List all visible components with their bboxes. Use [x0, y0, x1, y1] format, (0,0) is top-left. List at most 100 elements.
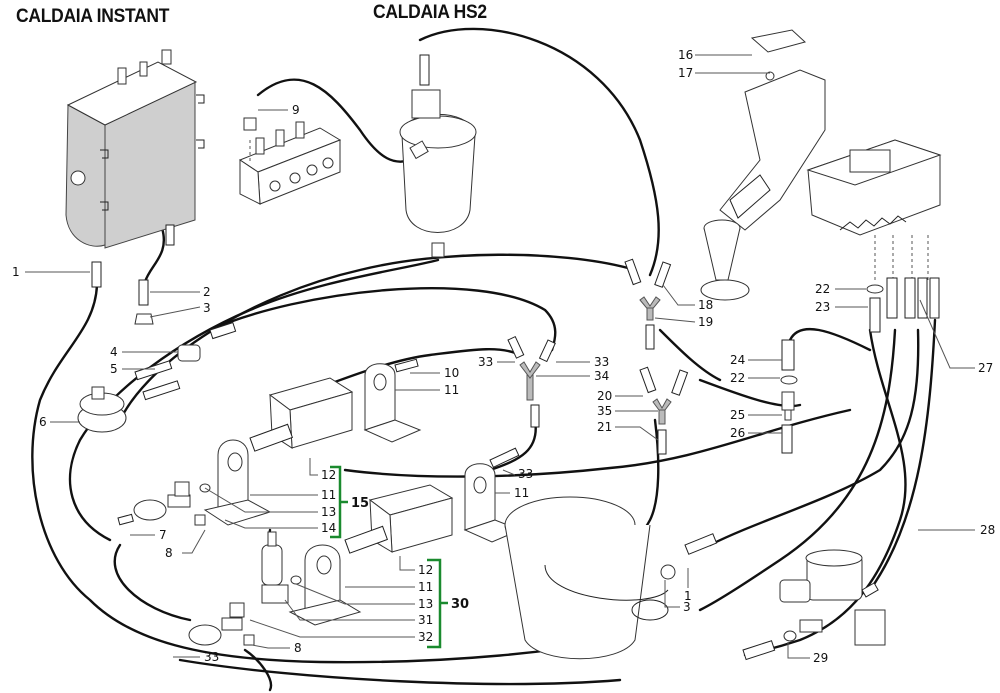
valve-31 — [261, 531, 289, 604]
callout-9: 9 — [292, 103, 300, 117]
tube-b — [904, 277, 916, 319]
callout-11-mid: 11 — [321, 488, 336, 502]
tube-1b — [684, 533, 718, 555]
y-connector-34 — [507, 335, 556, 428]
callout-11-upper: 11 — [444, 383, 459, 397]
callout-22-lower: 22 — [730, 371, 745, 385]
group-label-30: 30 — [451, 597, 469, 612]
callout-23: 23 — [815, 300, 830, 314]
callout-26: 26 — [730, 426, 745, 440]
tube-29 — [742, 640, 776, 661]
tube-1 — [91, 261, 102, 288]
tube-a — [886, 277, 898, 319]
boiler-hs2 — [399, 54, 477, 258]
tube-28 — [861, 582, 879, 598]
y-connector-19 — [624, 258, 672, 350]
callout-17: 17 — [678, 66, 693, 80]
callout-33-right: 33 — [594, 355, 609, 369]
check-valve-7 — [133, 481, 191, 521]
boiler-instant — [65, 49, 205, 249]
callout-35: 35 — [597, 404, 612, 418]
cover-16-17 — [719, 29, 826, 231]
fitting-8 — [194, 514, 206, 526]
water-tank — [806, 139, 942, 280]
bracket-11-upper — [363, 363, 422, 443]
callout-7: 7 — [159, 528, 167, 542]
callout-29: 29 — [813, 651, 828, 665]
oring-13b — [290, 575, 302, 585]
callout-20: 20 — [597, 389, 612, 403]
inline-filter-4 — [177, 321, 237, 362]
callout-13-lower: 13 — [418, 597, 433, 611]
callout-16: 16 — [678, 48, 693, 62]
callout-21: 21 — [597, 420, 612, 434]
tube-23 — [869, 297, 881, 333]
tube-upper — [165, 224, 175, 246]
callout-27: 27 — [978, 361, 993, 375]
callout-10: 10 — [444, 366, 459, 380]
title-caldaia-hs2: CALDAIA HS2 — [373, 2, 487, 23]
bracket-11-lower — [288, 544, 362, 626]
callout-11-right: 11 — [514, 486, 529, 500]
callout-33-bottom: 33 — [204, 650, 219, 664]
solenoid-valve-block — [238, 121, 342, 205]
bracket-11-mid — [203, 439, 272, 526]
callout-25: 25 — [730, 408, 745, 422]
group-label-15: 15 — [351, 496, 369, 511]
callout-5: 5 — [110, 362, 118, 376]
drip-bucket — [504, 496, 669, 660]
group-bracket-15 — [330, 465, 348, 539]
callout-33-left: 33 — [478, 355, 493, 369]
tube-7 — [117, 513, 134, 526]
tube-27 — [917, 277, 928, 319]
tube-5 — [134, 360, 173, 381]
callout-31: 31 — [418, 613, 433, 627]
callout-2: 2 — [203, 285, 211, 299]
callout-14: 14 — [321, 521, 336, 535]
clamp-22b — [780, 375, 798, 385]
callout-8-upper: 8 — [165, 546, 173, 560]
tube-2 — [138, 279, 149, 306]
fitting-8b — [243, 634, 255, 646]
cap-3b — [660, 564, 676, 580]
callout-8-lower: 8 — [294, 641, 302, 655]
fitting-9 — [243, 117, 257, 131]
group-bracket-30 — [427, 558, 448, 649]
callout-3-right: 3 — [683, 600, 691, 614]
tube-5b — [142, 380, 181, 401]
cap-3 — [134, 313, 154, 325]
callout-33-lower: 33 — [518, 467, 533, 481]
callout-32: 32 — [418, 630, 433, 644]
callout-24: 24 — [730, 353, 745, 367]
callout-12-lower: 12 — [418, 563, 433, 577]
tube-24 — [781, 339, 795, 371]
callout-11-lower: 11 — [418, 580, 433, 594]
callout-4: 4 — [110, 345, 118, 359]
callout-6: 6 — [39, 415, 47, 429]
clamp-22 — [866, 284, 884, 294]
check-valve-32 — [188, 602, 245, 646]
water-inlet-valve — [779, 549, 886, 646]
pump-15 — [249, 377, 354, 452]
callout-18: 18 — [698, 298, 713, 312]
callout-28: 28 — [980, 523, 995, 537]
connector-25 — [781, 391, 795, 421]
callout-22-upper: 22 — [815, 282, 830, 296]
pump-30 — [344, 484, 454, 554]
y-connector-35 — [639, 366, 689, 455]
callout-19: 19 — [698, 315, 713, 329]
funnel — [700, 219, 750, 301]
title-caldaia-instant: CALDAIA INSTANT — [16, 6, 170, 27]
callout-labels: 1 2 3 4 5 6 9 10 11 12 11 13 14 7 8 33 3… — [12, 48, 995, 665]
callout-3: 3 — [203, 301, 211, 315]
callout-12-upper: 12 — [321, 468, 336, 482]
tube-26 — [781, 424, 793, 454]
tube-c — [929, 277, 940, 319]
leader-lines — [25, 54, 975, 659]
tube-10 — [394, 358, 419, 373]
clamp-29 — [783, 630, 797, 642]
tube-33 — [489, 447, 520, 468]
callout-1-right: 1 — [684, 589, 692, 603]
callout-13-upper: 13 — [321, 505, 336, 519]
